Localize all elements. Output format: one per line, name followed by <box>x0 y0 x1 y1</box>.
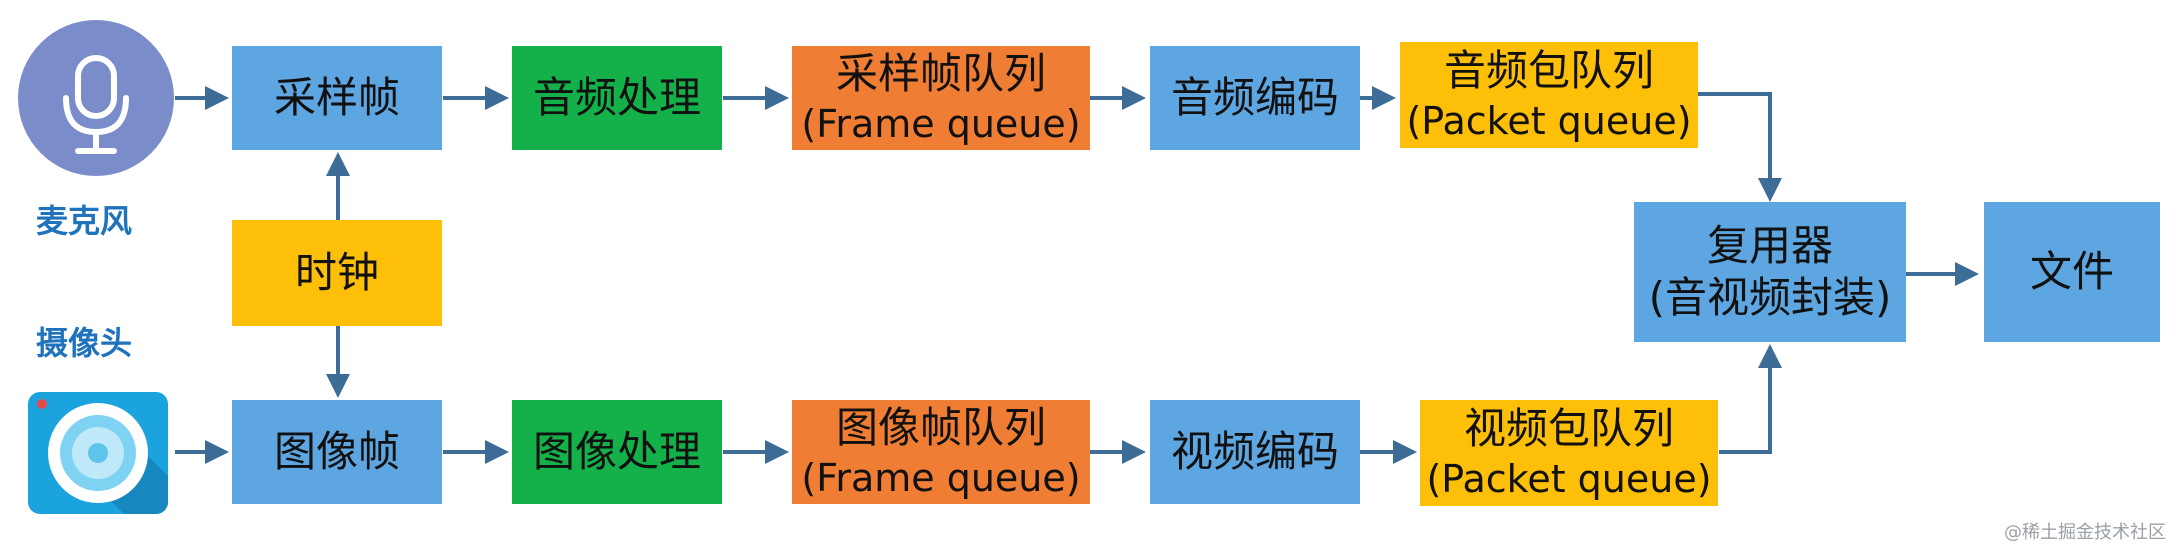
sample-frame-queue-title: 采样帧队列 <box>835 49 1046 98</box>
microphone-label: 麦克风 <box>36 202 133 240</box>
watermark: @稀土掘金技术社区 <box>2004 522 2166 543</box>
sample-frame-label: 采样帧 <box>273 73 400 122</box>
sample-frame-queue-box: 采样帧队列 (Frame queue) <box>792 46 1090 150</box>
camera-label: 摄像头 <box>36 324 133 362</box>
audio-packet-queue-box: 音频包队列 (Packet queue) <box>1400 42 1698 148</box>
image-frame-queue-box: 图像帧队列 (Frame queue) <box>792 400 1090 504</box>
audio-encoding-label: 音频编码 <box>1170 73 1339 122</box>
microphone-icon <box>63 55 129 154</box>
sample-frame-queue-sub: (Frame queue) <box>801 102 1081 146</box>
audio-encoding-box: 音频编码 <box>1150 46 1360 150</box>
image-frame-box: 图像帧 <box>232 400 442 504</box>
audio-packet-queue-title: 音频包队列 <box>1443 46 1654 95</box>
video-encoding-label: 视频编码 <box>1170 427 1339 476</box>
clock-box: 时钟 <box>232 220 442 326</box>
muxer-title: 复用器 <box>1706 221 1833 270</box>
video-packet-queue-title: 视频包队列 <box>1463 404 1674 453</box>
image-processing-box: 图像处理 <box>512 400 722 504</box>
audio-processing-box: 音频处理 <box>512 46 722 150</box>
video-encoding-box: 视频编码 <box>1150 400 1360 504</box>
video-packet-queue-box: 视频包队列 (Packet queue) <box>1420 400 1718 506</box>
image-frame-queue-sub: (Frame queue) <box>801 456 1081 500</box>
microphone <box>18 20 174 176</box>
file-label: 文件 <box>2029 247 2114 296</box>
image-processing-label: 图像处理 <box>532 427 701 476</box>
camera <box>28 392 168 514</box>
file-box: 文件 <box>1984 202 2160 342</box>
muxer-box: 复用器 (音视频封装) <box>1634 202 1906 342</box>
image-frame-label: 图像帧 <box>273 427 400 476</box>
camera-icon <box>37 399 168 514</box>
sample-frame-box: 采样帧 <box>232 46 442 150</box>
audio-packet-queue-sub: (Packet queue) <box>1406 99 1692 143</box>
clock-label: 时钟 <box>294 248 379 297</box>
audio-processing-label: 音频处理 <box>532 73 701 122</box>
arrow-videopacket-to-muxer <box>1719 344 1782 454</box>
video-packet-queue-sub: (Packet queue) <box>1426 457 1712 501</box>
image-frame-queue-title: 图像帧队列 <box>835 403 1046 452</box>
arrow-audiopacket-to-muxer <box>1698 92 1782 202</box>
muxer-sub: (音视频封装) <box>1648 273 1892 322</box>
